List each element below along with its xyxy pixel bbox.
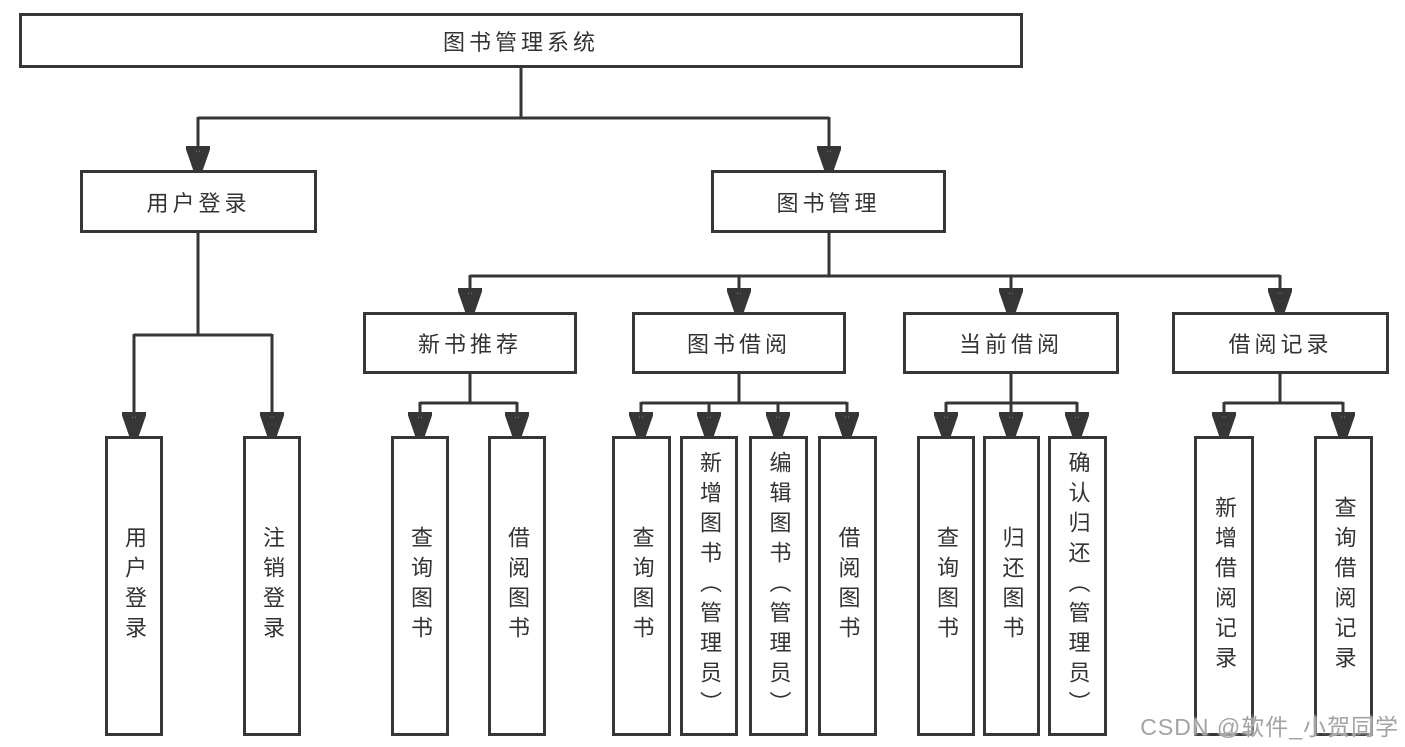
leaf-borrowing-borrow-books: 借阅图书 — [818, 436, 877, 736]
leaf-records-add-record: 新增借阅记录 — [1194, 436, 1254, 736]
leaf-newbook-borrow-books-label: 借阅图书 — [505, 526, 530, 646]
node-borrow-records-label: 借阅记录 — [1228, 332, 1333, 357]
leaf-current-query-books-label: 查询图书 — [934, 526, 959, 646]
leaf-current-confirm-return-admin-label: 确认归还（管理员） — [1065, 451, 1091, 721]
leaf-user-login: 用户登录 — [105, 436, 163, 736]
node-new-book-recommend-label: 新书推荐 — [417, 332, 522, 357]
leaf-borrowing-add-books-admin: 新增图书（管理员） — [680, 436, 738, 736]
node-library-system-label: 图书管理系统 — [442, 29, 599, 55]
leaf-records-add-record-label: 新增借阅记录 — [1212, 496, 1237, 676]
leaf-current-query-books: 查询图书 — [917, 436, 975, 736]
leaf-borrowing-edit-books-admin-label: 编辑图书（管理员） — [766, 451, 792, 721]
node-library-system: 图书管理系统 — [19, 13, 1023, 68]
leaf-records-query-record-label: 查询借阅记录 — [1331, 496, 1357, 676]
node-book-borrowing-label: 图书借阅 — [686, 332, 791, 357]
leaf-newbook-borrow-books: 借阅图书 — [488, 436, 546, 736]
node-book-management-label: 图书管理 — [776, 190, 881, 216]
leaf-logout: 注销登录 — [243, 436, 301, 736]
node-new-book-recommend: 新书推荐 — [363, 312, 577, 374]
node-book-management: 图书管理 — [711, 170, 946, 233]
leaf-borrowing-add-books-admin-label: 新增图书（管理员） — [697, 451, 722, 721]
leaf-user-login-label: 用户登录 — [122, 526, 147, 646]
leaf-current-confirm-return-admin: 确认归还（管理员） — [1048, 436, 1107, 736]
leaf-newbook-query-books-label: 查询图书 — [408, 526, 433, 646]
watermark: CSDN @软件_小贺同学 — [1140, 714, 1399, 740]
node-user-login-label: 用户登录 — [146, 190, 251, 216]
leaf-records-query-record: 查询借阅记录 — [1314, 436, 1373, 736]
leaf-borrowing-edit-books-admin: 编辑图书（管理员） — [749, 436, 808, 736]
leaf-borrowing-query-books-label: 查询图书 — [629, 526, 655, 646]
leaf-current-return-books: 归还图书 — [983, 436, 1040, 736]
node-user-login: 用户登录 — [80, 170, 317, 233]
leaf-newbook-query-books: 查询图书 — [391, 436, 449, 736]
leaf-borrowing-borrow-books-label: 借阅图书 — [835, 526, 861, 646]
leaf-borrowing-query-books: 查询图书 — [612, 436, 671, 736]
node-borrow-records: 借阅记录 — [1172, 312, 1389, 374]
node-current-borrowing: 当前借阅 — [903, 312, 1119, 374]
node-book-borrowing: 图书借阅 — [632, 312, 846, 374]
node-current-borrowing-label: 当前借阅 — [958, 332, 1063, 357]
leaf-logout-label: 注销登录 — [260, 526, 285, 646]
leaf-current-return-books-label: 归还图书 — [999, 526, 1025, 646]
